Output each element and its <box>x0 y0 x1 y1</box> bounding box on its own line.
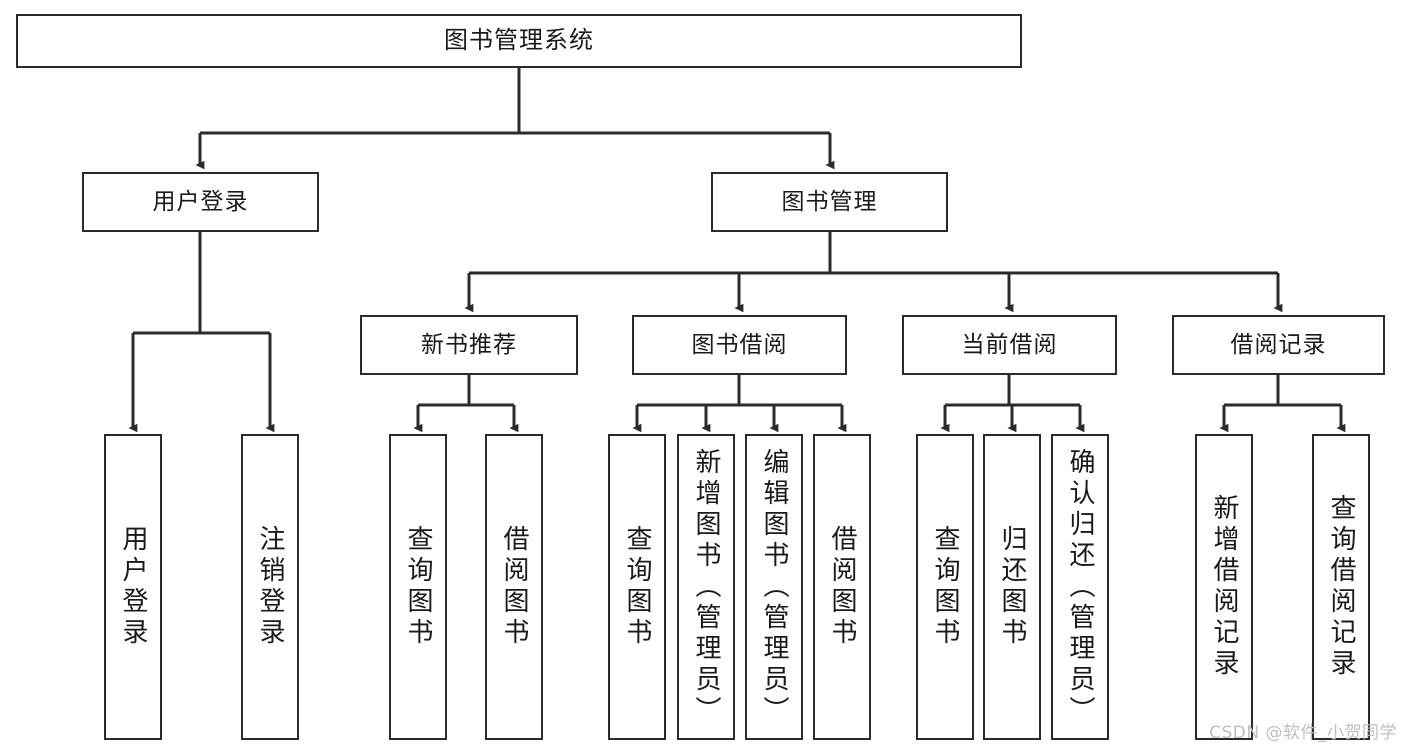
leaf-query-borrow-record[interactable]: 查询借阅记录 <box>1312 434 1370 740</box>
node-borrow-record[interactable]: 借阅记录 <box>1172 315 1385 375</box>
node-label: 图书管理 <box>781 188 878 215</box>
leaf-query-book-borrow[interactable]: 查询图书 <box>608 434 666 740</box>
node-book-borrow[interactable]: 图书借阅 <box>632 315 847 375</box>
node-label: 编辑图书（管理员） <box>759 447 789 727</box>
node-label: 查询图书 <box>930 525 960 649</box>
leaf-logout-login[interactable]: 注销登录 <box>241 434 299 740</box>
leaf-add-book[interactable]: 新增图书（管理员） <box>677 434 735 740</box>
leaf-borrow-book-recommend[interactable]: 借阅图书 <box>485 434 543 740</box>
leaf-query-book-recommend[interactable]: 查询图书 <box>389 434 447 740</box>
leaf-add-borrow-record[interactable]: 新增借阅记录 <box>1195 434 1253 740</box>
node-label: 用户登录 <box>118 525 148 649</box>
node-label: 查询图书 <box>403 525 433 649</box>
node-label: 借阅图书 <box>827 525 857 649</box>
csdn-watermark: CSDN @软件_小贺同学 <box>1209 723 1397 743</box>
node-root-book-management-system[interactable]: 图书管理系统 <box>16 14 1022 68</box>
node-new-book-recommend[interactable]: 新书推荐 <box>360 315 578 375</box>
node-label: 新增图书（管理员） <box>691 447 721 727</box>
leaf-return-book[interactable]: 归还图书 <box>983 434 1041 740</box>
node-user-login[interactable]: 用户登录 <box>82 172 319 232</box>
node-current-borrow[interactable]: 当前借阅 <box>902 315 1117 375</box>
node-label: 查询借阅记录 <box>1326 494 1356 680</box>
node-label: 新书推荐 <box>421 331 517 358</box>
node-label: 注销登录 <box>255 525 285 649</box>
node-label: 借阅图书 <box>499 525 529 649</box>
node-book-manage[interactable]: 图书管理 <box>711 172 948 232</box>
node-label: 用户登录 <box>152 188 249 215</box>
leaf-borrow-book[interactable]: 借阅图书 <box>813 434 871 740</box>
node-label: 新增借阅记录 <box>1209 494 1239 680</box>
node-label: 图书借阅 <box>691 331 788 358</box>
leaf-confirm-return[interactable]: 确认归还（管理员） <box>1051 434 1109 740</box>
leaf-query-book-current[interactable]: 查询图书 <box>916 434 974 740</box>
node-label: 确认归还（管理员） <box>1065 447 1095 727</box>
node-label: 查询图书 <box>622 525 652 649</box>
leaf-user-login[interactable]: 用户登录 <box>104 434 162 740</box>
node-label: 借阅记录 <box>1230 331 1327 358</box>
node-label: 当前借阅 <box>961 331 1058 358</box>
node-label: 归还图书 <box>997 525 1027 649</box>
node-label: 图书管理系统 <box>444 26 594 55</box>
leaf-edit-book[interactable]: 编辑图书（管理员） <box>745 434 803 740</box>
